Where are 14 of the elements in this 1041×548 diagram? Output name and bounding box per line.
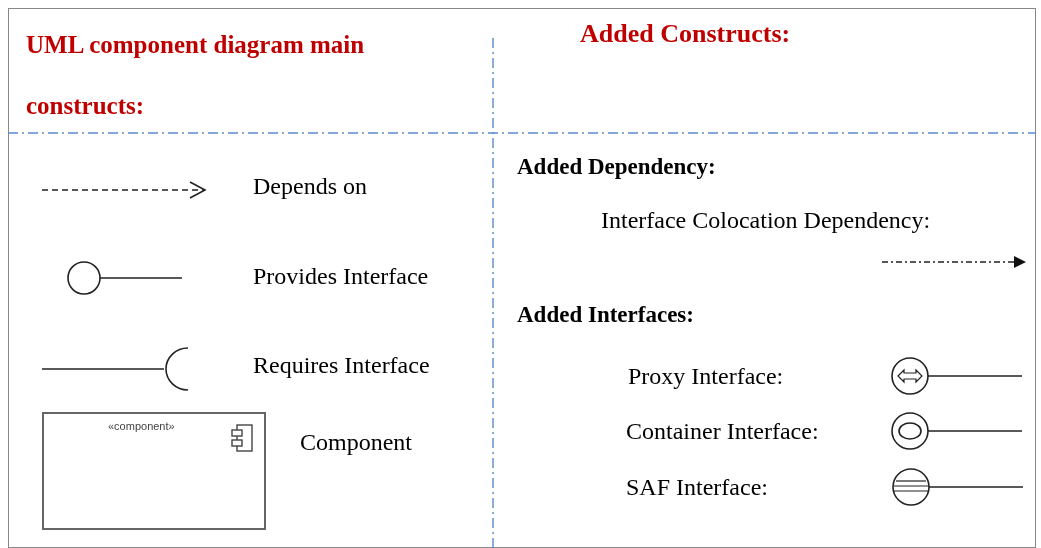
heading: UML component diagram main constructs: (26, 30, 366, 121)
stereotype-label: «component» (108, 419, 175, 434)
legend-label: Proxy Interface: (628, 362, 784, 391)
legend-label: Provides Interface (253, 262, 429, 291)
legend-label: SAF Interface: (626, 473, 768, 502)
legend-label: Requires Interface (253, 351, 430, 380)
legend-label: Interface Colocation Dependency: (601, 206, 931, 235)
heading: Added Interfaces: (517, 301, 695, 329)
legend-label: Container Interface: (626, 417, 819, 446)
heading: Added Dependency: (517, 153, 717, 181)
component-box (42, 412, 266, 530)
heading: Added Constructs: (580, 18, 792, 50)
component-caption: Component (300, 428, 412, 457)
legend-label: Depends on (253, 172, 367, 201)
